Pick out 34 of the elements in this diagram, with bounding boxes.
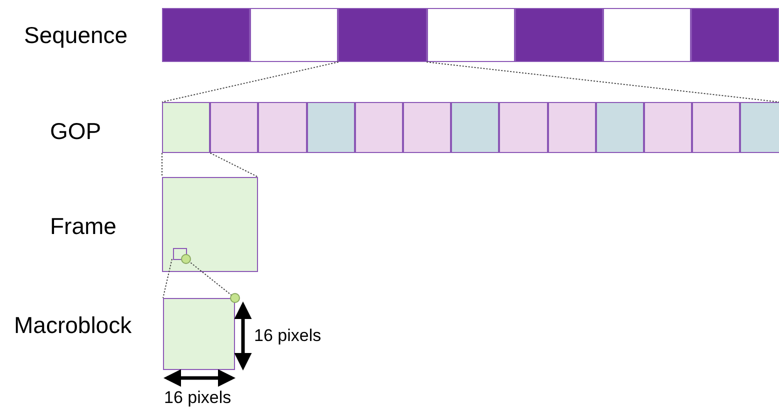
sequence-segment — [691, 8, 779, 62]
sequence-segment — [250, 8, 338, 62]
frame-cell — [162, 102, 210, 153]
macroblock-box — [163, 298, 235, 370]
frame-cell — [740, 102, 779, 153]
row-label: Frame — [50, 213, 116, 240]
dimension-label: 16 pixels — [254, 326, 322, 346]
frame-cell — [403, 102, 452, 153]
frame-cell — [692, 102, 740, 153]
sequence-segment — [514, 8, 603, 62]
frame-cell — [306, 102, 355, 153]
frame-cell — [499, 102, 548, 153]
connector-line — [181, 254, 240, 303]
frame-cell — [644, 102, 692, 153]
row-label: GOP — [50, 118, 102, 145]
row-label: Macroblock — [14, 312, 132, 339]
leader-line — [162, 62, 339, 102]
sequence-segment — [338, 8, 427, 62]
row-label: Sequence — [24, 22, 128, 49]
frame-cell — [354, 102, 403, 153]
sequence-segment — [603, 8, 692, 62]
frame-cell — [548, 102, 596, 153]
frame-cell — [596, 102, 644, 153]
sequence-segment — [162, 8, 250, 62]
leader-line — [162, 258, 172, 298]
frame-cell — [210, 102, 258, 153]
dimension-label: 16 pixels — [164, 388, 232, 407]
frame-cell — [451, 102, 500, 153]
macroblock-marker — [173, 248, 187, 260]
sequence-segment — [426, 8, 515, 62]
frame-cell — [258, 102, 307, 153]
leader-line — [426, 62, 779, 102]
leader-line — [210, 152, 258, 178]
frame-box — [162, 177, 258, 272]
